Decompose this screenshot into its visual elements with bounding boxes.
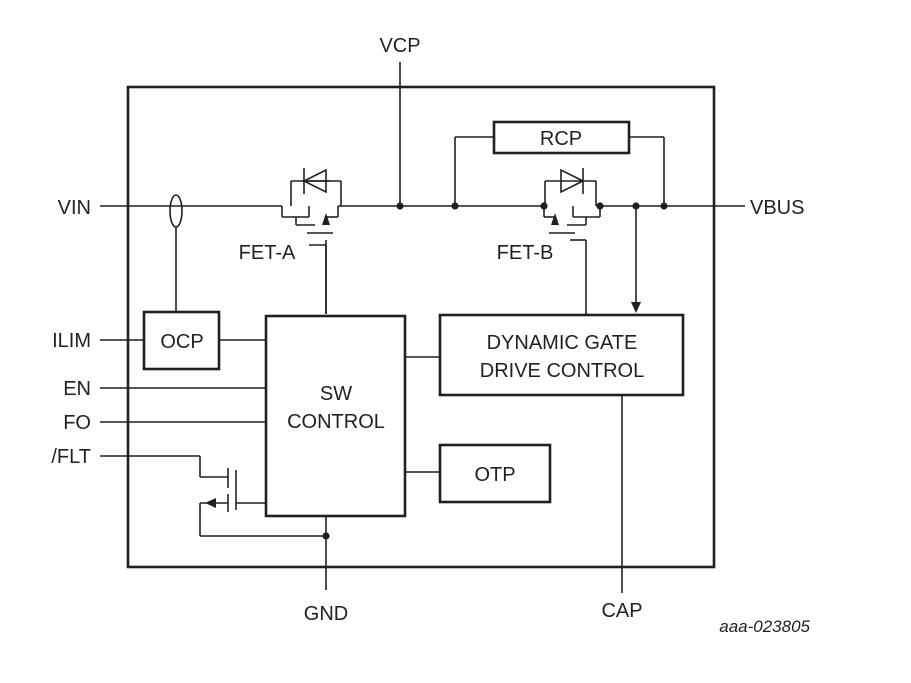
current-sense-icon bbox=[169, 194, 183, 312]
rcp-label: RCP bbox=[540, 128, 582, 150]
fet-a-transistor-icon bbox=[281, 168, 342, 314]
fet-a-label: FET-A bbox=[239, 242, 296, 264]
sw-control-block bbox=[264, 314, 407, 518]
sw-control-label-line1: SW bbox=[320, 383, 352, 405]
junction-vcp bbox=[396, 202, 404, 210]
junction-gnd bbox=[322, 532, 330, 540]
junction-fet-b-right bbox=[596, 202, 604, 210]
otp-block bbox=[438, 443, 552, 504]
otp-label: OTP bbox=[474, 464, 515, 486]
figure-reference: aaa-023805 bbox=[719, 617, 810, 636]
flt-transistor-icon bbox=[100, 455, 326, 537]
dynamic-gate-label-line1: DYNAMIC GATE bbox=[487, 332, 638, 354]
dynamic-gate-block bbox=[438, 313, 685, 397]
rcp-block bbox=[492, 120, 631, 155]
junction-rcp-right bbox=[660, 202, 668, 210]
pin-ilim: ILIM bbox=[52, 330, 91, 352]
fet-b-transistor-icon bbox=[543, 168, 601, 314]
pin-en: EN bbox=[63, 378, 91, 400]
pin-gnd: GND bbox=[304, 603, 348, 625]
sw-control-label-line2: CONTROL bbox=[287, 411, 385, 433]
fet-b-label: FET-B bbox=[497, 242, 554, 264]
dynamic-gate-label-line2: DRIVE CONTROL bbox=[480, 360, 644, 382]
junction-rcp-left bbox=[451, 202, 459, 210]
pin-vin: VIN bbox=[58, 197, 91, 219]
pin-cap: CAP bbox=[601, 600, 642, 622]
junction-fet-b-left bbox=[540, 202, 548, 210]
pin-vbus: VBUS bbox=[750, 197, 804, 219]
ocp-label: OCP bbox=[160, 331, 203, 353]
pin-flt: /FLT bbox=[51, 446, 91, 468]
arrow-down-icon bbox=[631, 302, 641, 313]
pin-vcp: VCP bbox=[379, 35, 420, 57]
pin-fo: FO bbox=[63, 412, 91, 434]
